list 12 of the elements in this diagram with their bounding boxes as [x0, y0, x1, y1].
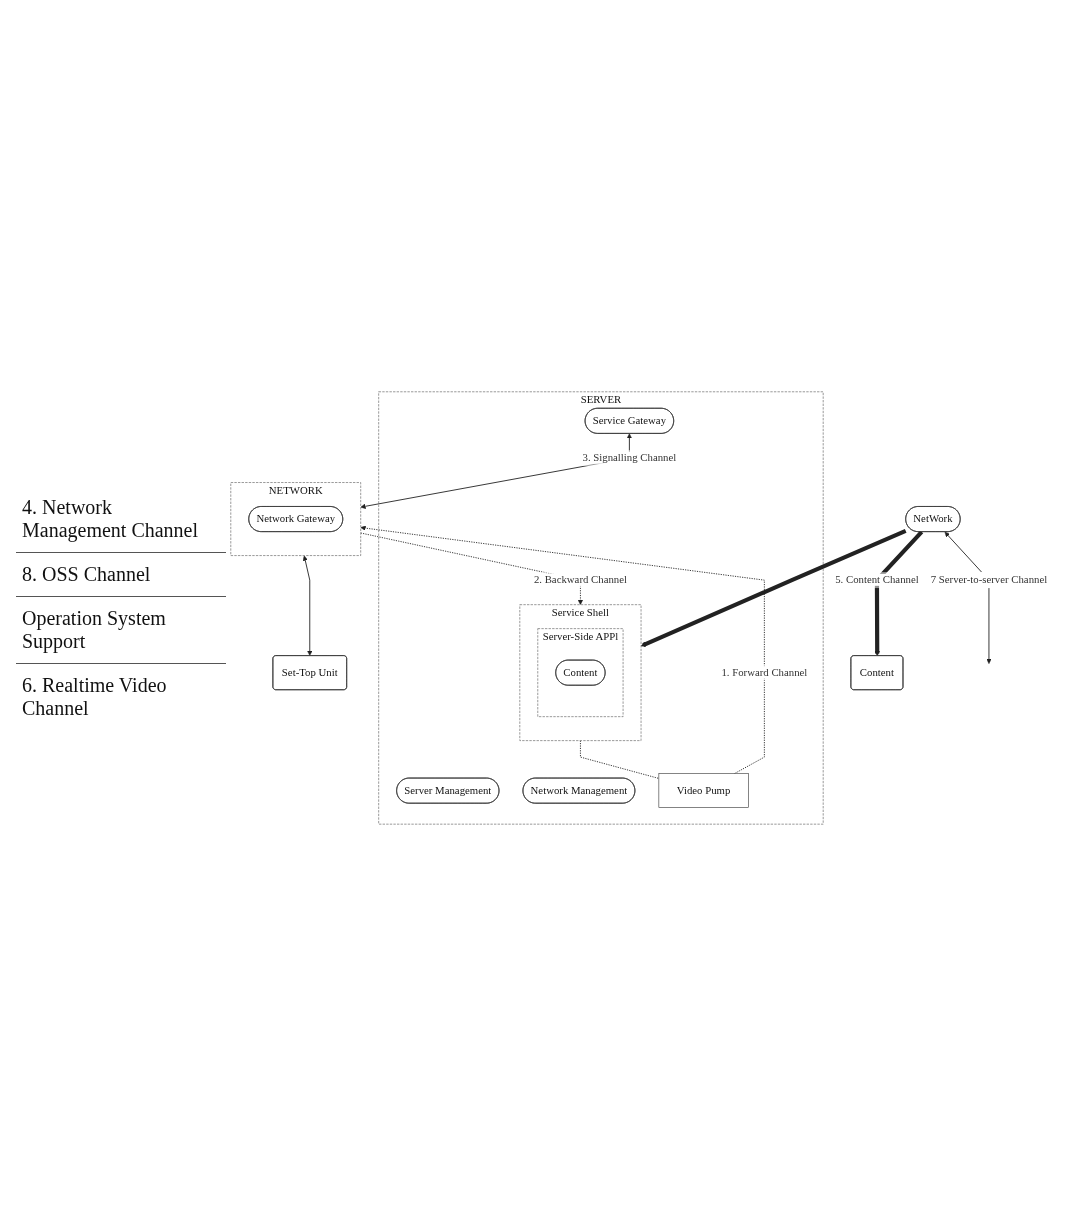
channel-label: 4. Network Management Channel — [16, 486, 226, 553]
node-box: Video Pump — [658, 773, 749, 808]
arrow — [640, 528, 907, 648]
channel-label: 8. OSS Channel — [16, 553, 226, 597]
edge-label: 3. Signalling Channel — [582, 451, 677, 464]
edge-label: 5. Content Channel — [835, 573, 919, 586]
edge-label: 1. Forward Channel — [721, 666, 808, 679]
edge-label: 2. Backward Channel — [533, 573, 627, 586]
channel-label: 6. Realtime Video Channel — [21, 673, 168, 721]
channel-label: Operation System Support — [16, 597, 226, 664]
edge-label: 7 Server-to-server Channel — [930, 573, 1048, 586]
arrow — [874, 530, 924, 657]
